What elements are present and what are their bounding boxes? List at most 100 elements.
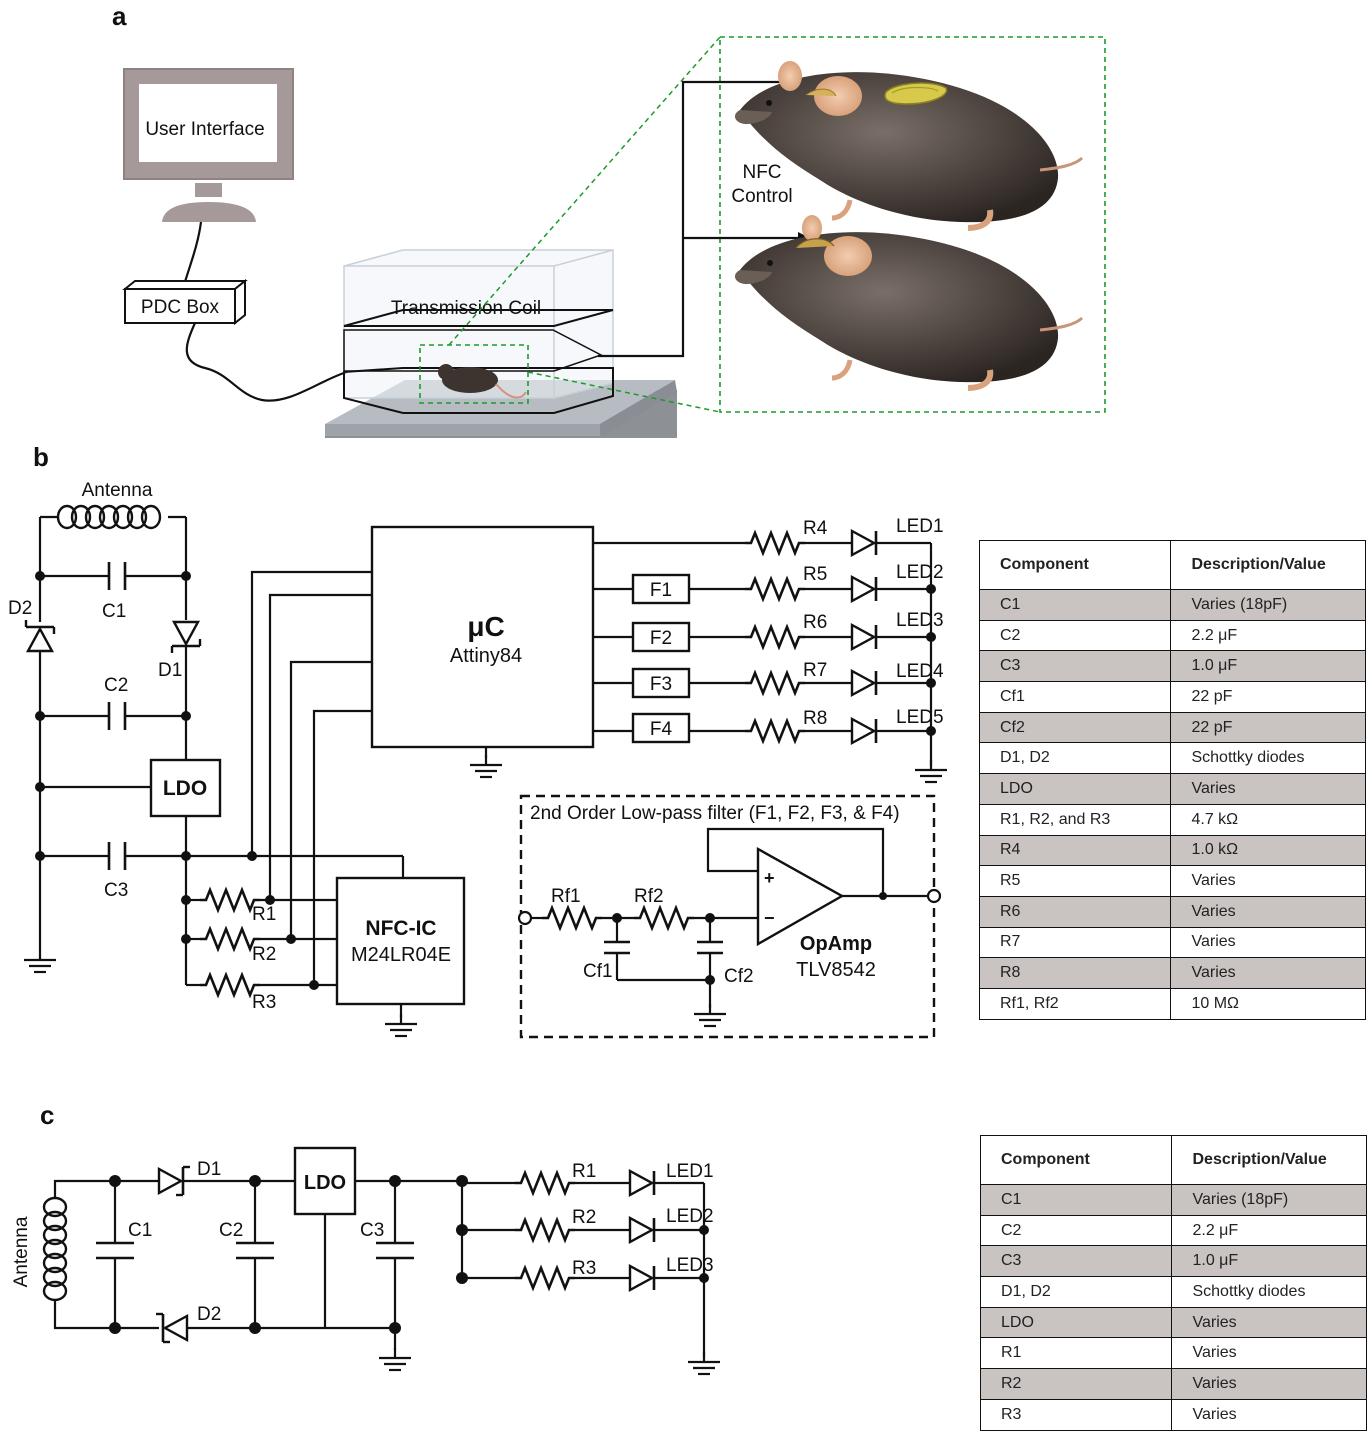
table-cell: 2.2 μF [1170,619,1366,652]
table-cell: Varies [1171,1306,1367,1339]
rf2-label: Rf2 [634,886,664,907]
table-cell: R2 [979,1368,1173,1400]
table-cell: D1, D2 [979,1276,1173,1308]
output-channel-5: F4 R8 LED5 [593,707,944,745]
nfc-control-label-line2: Control [731,186,792,207]
table-cell: R8 [978,957,1172,989]
table-cell: R1 [979,1337,1173,1370]
table-header-component: Component [979,1135,1173,1185]
low-pass-filter-box [519,794,936,1039]
output-channel-2: F1 R5 LED2 [593,562,944,605]
c3-label: C3 [104,880,128,901]
r4-label: R4 [803,518,828,539]
opamp-model: TLV8542 [796,959,876,981]
c-led2-label: LED2 [666,1206,714,1227]
filter-f1-block [631,573,691,605]
table-cell: Schottky diodes [1171,1276,1367,1308]
table-cell: 1.0 kΩ [1170,834,1366,867]
f2-label: F2 [650,628,672,649]
output-channel-1: R4 LED1 [593,516,944,557]
panel-b-schematic: b Antenna D2 [8,442,949,1039]
table-cell: C3 [979,1245,1173,1278]
diode-d1-icon [170,620,202,653]
monitor-cable [182,221,203,286]
c-led1-label: LED1 [666,1161,714,1182]
r5-label: R5 [803,564,827,585]
table-cell: C1 [979,1184,1173,1216]
monitor-icon [123,68,294,222]
c1-label: C1 [102,601,126,622]
filter-f2-block [631,621,691,653]
transmission-coil-label: Transmission Coil [391,298,541,319]
output-channel-3: F2 R6 LED3 [593,610,944,653]
c-c3-label: C3 [360,1220,384,1241]
monitor-label: User Interface [145,119,264,140]
c-output-channel-1: R1 LED1 [462,1161,714,1197]
led3-label: LED3 [896,610,944,631]
f1-label: F1 [650,580,672,601]
mcu-block [370,525,595,749]
panel-c-schematic: c Antenna D1 D2 [11,1100,722,1376]
table-cell: C2 [978,619,1172,652]
r2-label: R2 [252,944,276,965]
diode-c-d2-icon [156,1312,189,1344]
f3-label: F3 [650,674,672,695]
output-channel-4: F3 R7 LED4 [593,660,944,699]
table-cell: LDO [978,773,1172,805]
d2-label: D2 [8,598,32,619]
mcu-model: Attiny84 [450,645,522,667]
filter-f4-block [631,712,691,744]
table-cell: R1, R2, and R3 [978,803,1172,836]
table-cell: Rf1, Rf2 [978,987,1172,1020]
c-output-channel-3: R3 LED3 [462,1255,714,1292]
table-cell: Varies [1170,926,1366,959]
table-cell: R4 [978,834,1172,867]
table-cell: Varies [1170,957,1366,989]
c-d2-label: D2 [197,1304,221,1325]
panel-a-label: a [112,1,127,31]
table-cell: Cf2 [978,711,1172,744]
c-c1-label: C1 [128,1220,152,1241]
nfc-ic-title: NFC-IC [365,917,436,940]
mcu-title: μC [467,611,504,642]
zoom-inset-box [719,36,1106,413]
opamp-symbol [756,846,845,947]
table-header-description: Description/Value [1170,540,1366,590]
low-pass-filter-title: 2nd Order Low-pass filter (F1, F2, F3, &… [530,803,900,824]
table-cell: R3 [979,1398,1173,1431]
table-cell: R5 [978,865,1172,897]
cf1-label: Cf1 [583,961,613,982]
table-cell: Varies [1170,895,1366,928]
table-cell: Varies [1171,1337,1367,1370]
c-r2-label: R2 [572,1207,596,1228]
rat-with-implant-icon [734,61,1084,231]
ldo-label: LDO [163,777,207,800]
c-ldo-label: LDO [304,1172,346,1194]
c-r1-label: R1 [572,1161,596,1182]
transmission-coil-chamber [325,249,677,438]
rf1-label: Rf1 [551,886,581,907]
coil-cable [185,322,348,402]
table-cell: 2.2 μF [1171,1214,1367,1247]
c-output-channel-2: R2 LED2 [462,1206,714,1244]
r3-label: R3 [252,992,276,1013]
table-header-description: Description/Value [1171,1135,1367,1185]
table-cell: Varies [1170,773,1366,805]
table-cell: Varies (18pF) [1171,1184,1367,1216]
c-d1-label: D1 [197,1159,221,1180]
table-cell: Varies [1170,865,1366,897]
opamp-minus-label: − [764,908,775,928]
